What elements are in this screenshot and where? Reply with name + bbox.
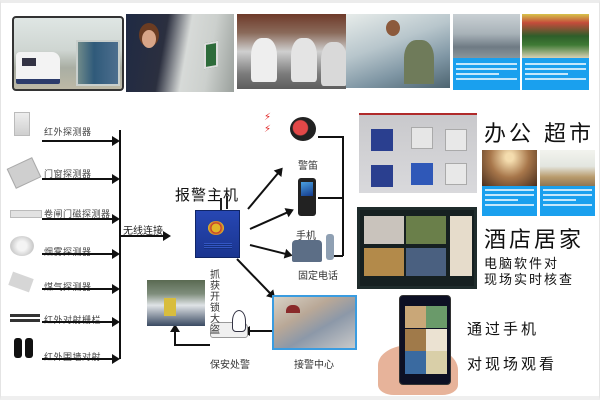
camera-feed xyxy=(364,248,404,276)
host-unit xyxy=(445,129,467,151)
police-station-photo xyxy=(12,16,124,91)
guard-to-catch-line xyxy=(174,344,210,346)
pir-detector-icon xyxy=(14,112,30,136)
smoke-detector-icon xyxy=(10,236,34,256)
sensor-arrow xyxy=(42,174,120,184)
catch-thief-photo xyxy=(147,280,205,326)
rolling-door-magnetic-icon xyxy=(10,210,42,218)
phone-bus-line xyxy=(342,136,344,256)
phone-screen-feeds xyxy=(405,306,447,374)
host-unit xyxy=(371,165,393,187)
alarm-host-box xyxy=(195,210,240,258)
sensor-label: 门窗探测器 xyxy=(44,170,92,180)
alarm-center-label: 接警中心 xyxy=(294,360,334,371)
host-unit xyxy=(411,127,433,149)
officer-figure xyxy=(286,305,300,313)
smartphone-icon xyxy=(399,295,451,385)
alarm-bolt-icon: ⚡ xyxy=(264,124,272,135)
mobile-view-text-2: 对现场观看 xyxy=(467,355,558,373)
sensor-label: 烟雾探测器 xyxy=(44,245,92,258)
bus-connector xyxy=(318,136,343,138)
scenes-hotel-home: 酒店居家 xyxy=(484,228,585,253)
wall-mounted-hosts-photo xyxy=(359,113,477,193)
sensor-label: 卷闸门磁探测器 xyxy=(44,210,111,220)
sensor-label: 煤气探测器 xyxy=(44,280,92,293)
sensor-arrow xyxy=(42,214,120,224)
police-emblem-icon xyxy=(208,221,224,235)
pc-software-text-2: 现场实时核查 xyxy=(484,273,575,288)
sensor-arrow xyxy=(42,317,120,327)
camera-feed xyxy=(406,216,446,244)
scenes-office-market: 办公 超市 xyxy=(484,122,594,147)
wireless-arrow xyxy=(121,231,171,241)
police-car-icon xyxy=(16,52,60,84)
catch-thief-label: 抓获开锁大盗 xyxy=(210,270,220,336)
console-screen xyxy=(204,40,218,70)
mobile-view-text-1: 通过手机 xyxy=(467,320,540,338)
hotel-image xyxy=(482,150,537,186)
landline-phone-icon xyxy=(292,234,334,262)
camera-feed xyxy=(406,248,446,276)
police-motorcycles-photo xyxy=(237,14,346,89)
alarm-center-photo xyxy=(272,295,357,350)
pc-software-text-1: 电脑软件对 xyxy=(484,257,560,272)
wireless-connection-label: 无线连接 xyxy=(123,226,163,237)
station-door xyxy=(76,40,120,86)
sensor-label: 红外围墙对射 xyxy=(44,350,101,363)
siren-icon xyxy=(290,117,316,141)
camera-feed xyxy=(364,216,404,244)
monitoring-software-photo xyxy=(357,207,477,289)
guard-figure xyxy=(386,20,400,36)
siren-label: 警笛 xyxy=(298,161,318,172)
home-image xyxy=(540,150,595,186)
guard-figure xyxy=(404,40,434,84)
alarm-bolt-icon: ⚡ xyxy=(264,112,272,123)
host-unit xyxy=(411,163,433,185)
sensor-bus-line xyxy=(119,130,121,359)
infrared-wall-beam-icon xyxy=(14,338,22,358)
home-card xyxy=(540,150,595,216)
landline-label: 固定电话 xyxy=(298,271,338,282)
office-card xyxy=(453,14,520,90)
arrow-to-catch xyxy=(170,324,180,346)
hotel-card xyxy=(482,150,537,216)
motorcycle-icon xyxy=(251,38,277,82)
operator-figure xyxy=(142,30,156,48)
alarm-host-title: 报警主机 xyxy=(175,186,240,204)
antenna-icon xyxy=(220,198,222,211)
suspect-figure xyxy=(164,298,176,316)
supermarket-image xyxy=(522,14,589,58)
sensor-arrow xyxy=(42,354,120,364)
control-panel xyxy=(450,216,472,276)
infrared-beam-fence-icon xyxy=(10,314,40,317)
security-guard-icon xyxy=(232,310,246,332)
control-room-photo xyxy=(346,14,450,88)
office-image xyxy=(453,14,520,58)
sensor-label: 红外对射栅栏 xyxy=(44,313,101,326)
host-unit xyxy=(371,129,393,151)
arrow-to-guard xyxy=(242,326,272,336)
sensor-label: 红外探测器 xyxy=(44,128,92,138)
bus-connector xyxy=(334,255,343,257)
mobile-label: 手机 xyxy=(296,231,316,242)
sensor-arrow xyxy=(42,136,120,146)
supermarket-card xyxy=(522,14,589,90)
bus-connector xyxy=(318,197,343,199)
sensor-arrow xyxy=(42,284,120,294)
host-unit xyxy=(445,163,467,185)
speaker-vent xyxy=(204,243,232,249)
guard-response-label: 保安处警 xyxy=(210,360,250,371)
mobile-phone-icon xyxy=(298,178,316,216)
operators-photo xyxy=(126,14,234,92)
sensor-arrow xyxy=(42,249,120,259)
